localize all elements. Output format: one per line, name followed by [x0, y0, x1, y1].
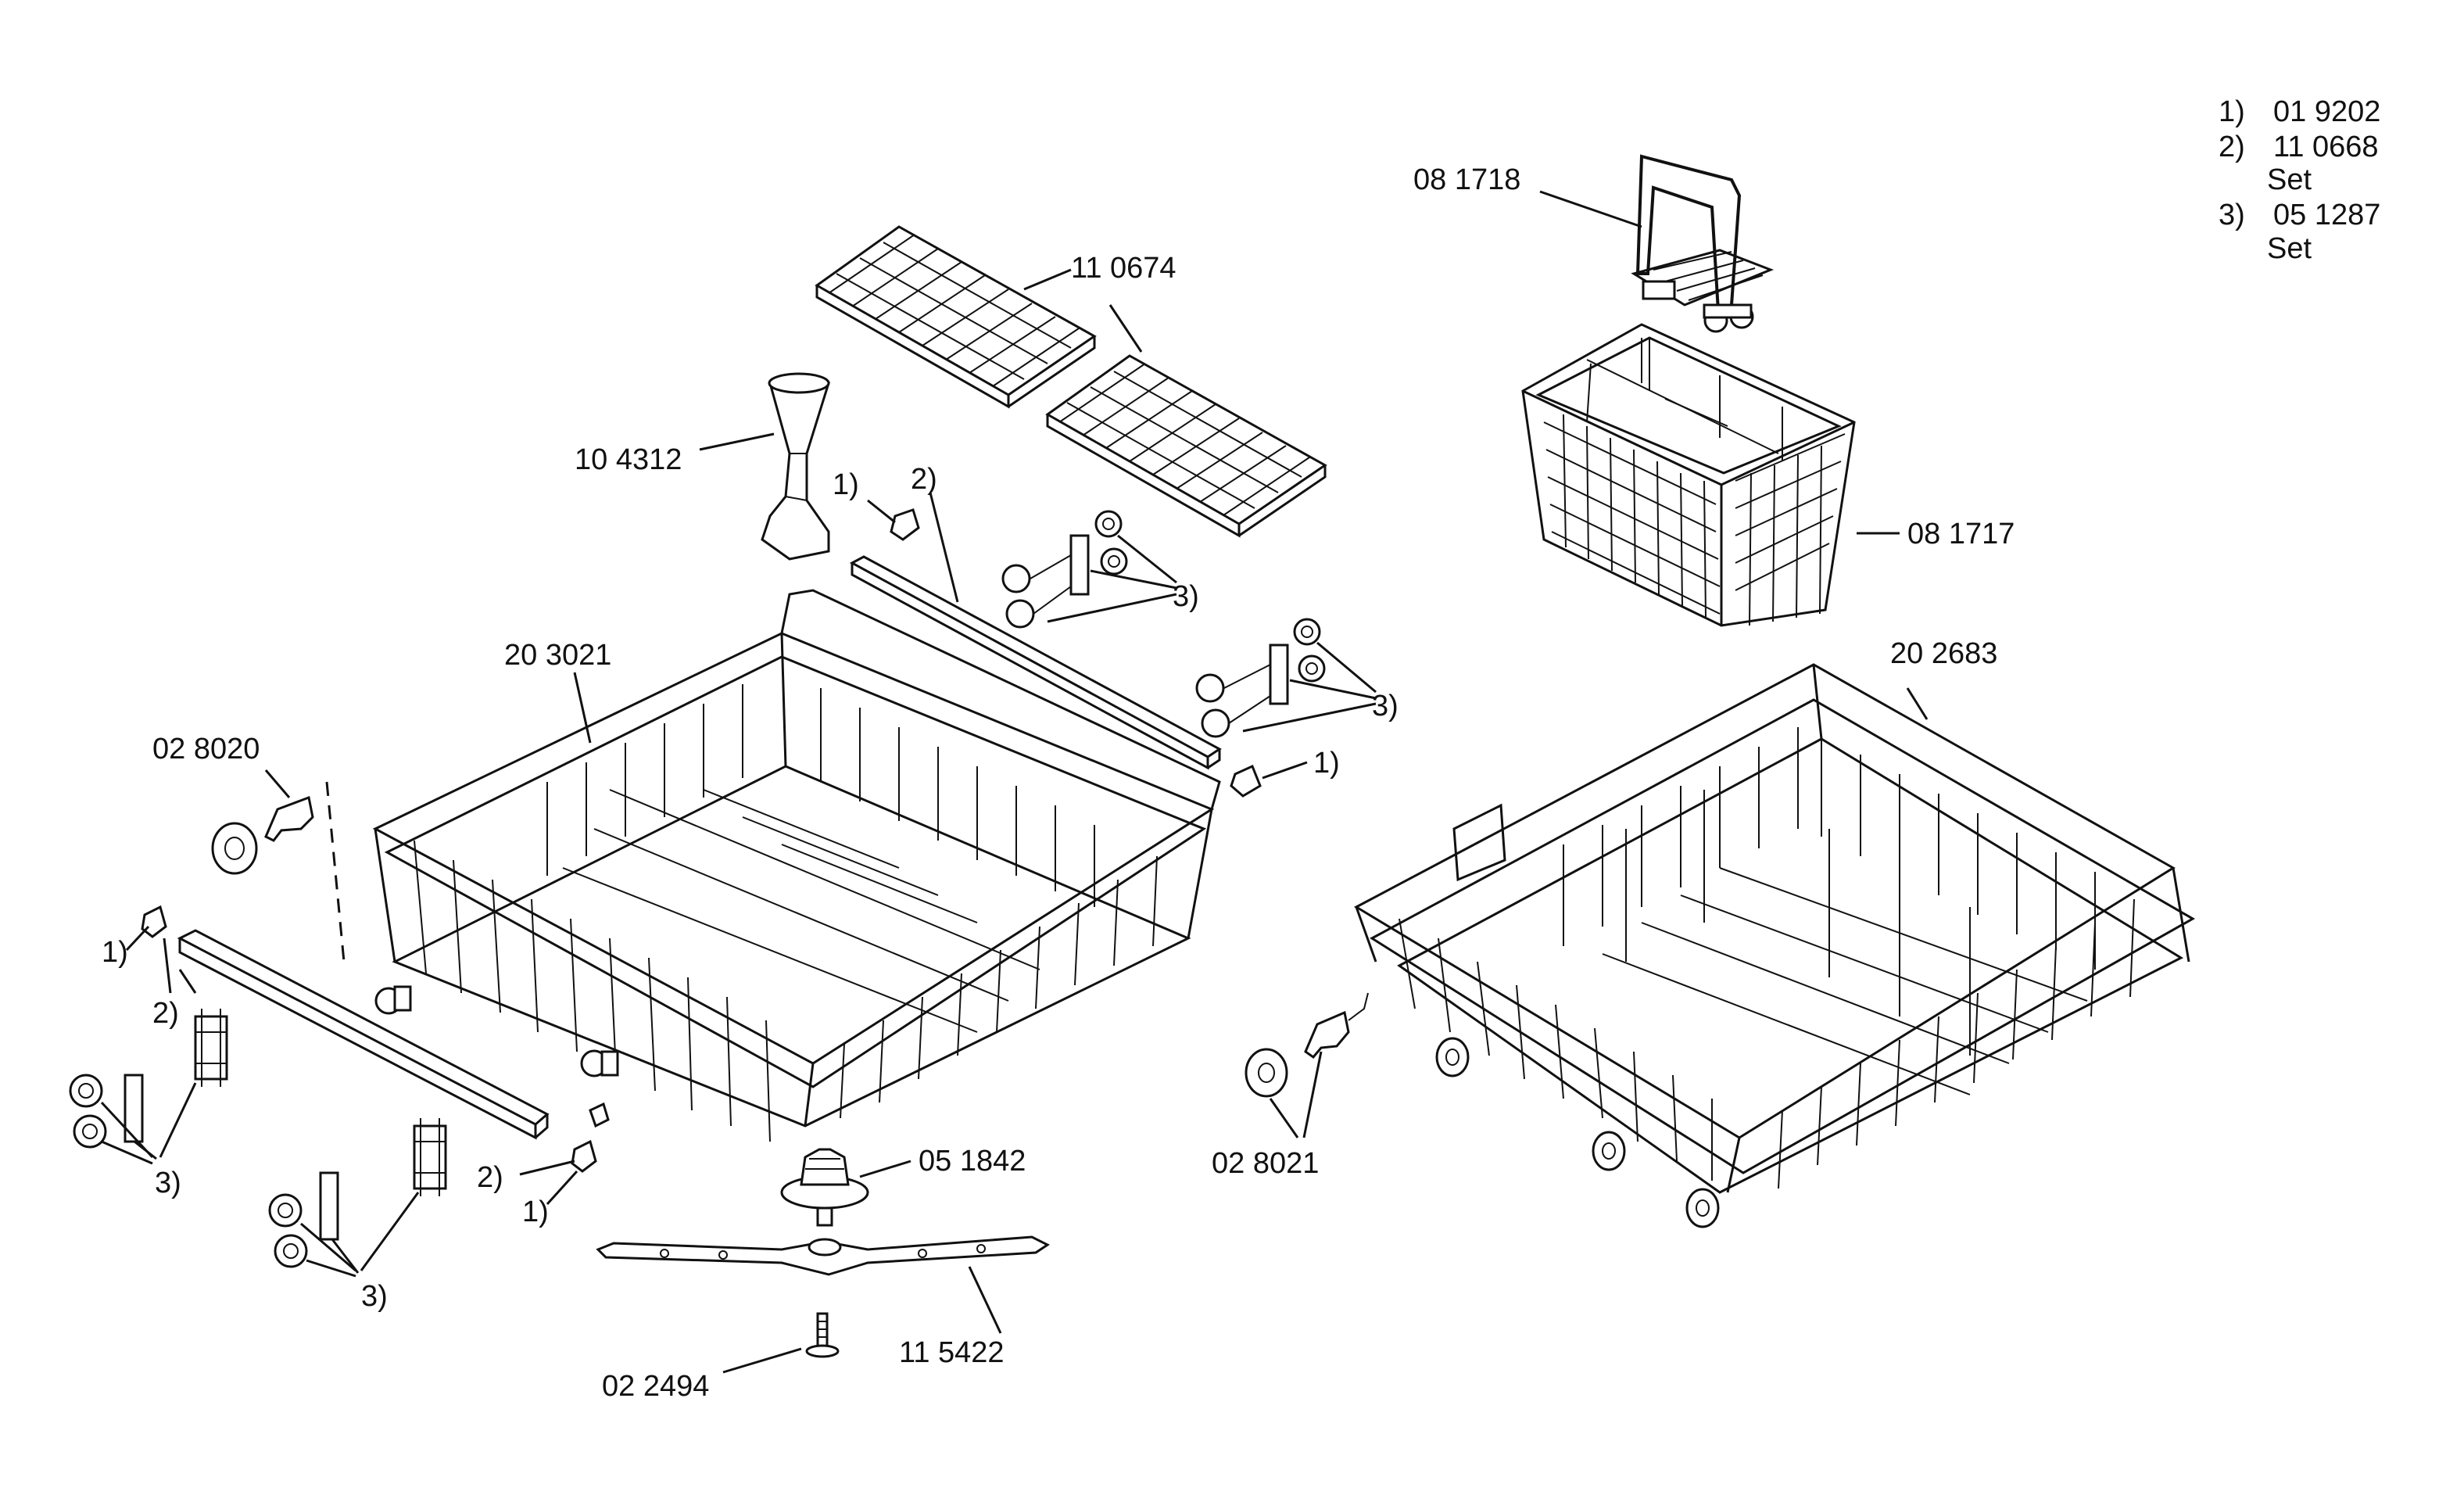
spray-hub — [780, 1148, 869, 1227]
tine-rack-top — [815, 225, 1097, 409]
leader-wheelset-m4 — [360, 1192, 420, 1271]
clip-top — [890, 508, 920, 541]
label-lower-basket: 20 2683 — [1890, 637, 1997, 670]
leader-wheelset-l3 — [134, 1140, 157, 1160]
label-ref1-bottom: 1) — [522, 1196, 549, 1228]
dashed-axis-left — [325, 781, 346, 963]
leader-tine-rack-1 — [1023, 268, 1072, 291]
legend-code-2: 11 0668 — [2273, 131, 2379, 163]
leader-wheelset-a2 — [1090, 569, 1177, 590]
leader-wheel-right-1 — [1269, 1098, 1299, 1138]
label-ref3-left2: 3) — [361, 1280, 388, 1313]
cutlery-handle — [1631, 154, 1775, 333]
label-ref1-left: 1) — [102, 936, 128, 969]
leader-rail-left — [178, 969, 197, 994]
label-spray-arm: 11 5422 — [899, 1336, 1005, 1369]
legend-key-1: 1) — [2219, 95, 2245, 128]
leader-wheelset-m1 — [300, 1222, 356, 1272]
clip-right — [1230, 764, 1262, 798]
leader-wheelset-a1 — [1117, 534, 1177, 584]
funnel — [761, 372, 831, 561]
leader-upper-basket — [573, 672, 592, 744]
label-ref2-top: 2) — [911, 463, 937, 496]
leader-funnel — [699, 432, 775, 451]
leader-wheelset-l4 — [159, 1082, 197, 1158]
label-ref3-left: 3) — [155, 1167, 181, 1199]
label-spray-hub: 05 1842 — [919, 1145, 1026, 1178]
legend-note-2: Set — [2267, 163, 2312, 196]
legend-key-2: 2) — [2219, 131, 2245, 163]
leader-cutlery-handle — [1539, 190, 1642, 228]
leader-lower-basket — [1906, 687, 1929, 720]
leader-wheelset-b2 — [1289, 679, 1377, 700]
label-ref1-top: 1) — [833, 468, 859, 501]
leader-wheelset-m3 — [331, 1239, 360, 1274]
leader-spray-hub — [859, 1160, 911, 1178]
leader-screw — [722, 1347, 802, 1374]
clip-bottom — [571, 1102, 610, 1173]
label-wheel-right: 02 8021 — [1212, 1147, 1319, 1180]
label-cutlery-basket: 08 1717 — [1907, 518, 2015, 550]
cutlery-basket — [1521, 323, 1856, 627]
rail-left — [177, 929, 550, 1140]
leader-clip-right — [1262, 761, 1308, 780]
tine-rack-bottom — [1045, 354, 1327, 538]
upper-basket-wheels — [374, 985, 619, 1077]
rail-top — [849, 555, 1222, 770]
label-screw: 02 2494 — [602, 1370, 709, 1403]
label-wheel-left: 02 8020 — [152, 733, 260, 765]
leader-wheel-right-2 — [1302, 1051, 1323, 1138]
clip-left — [141, 905, 167, 938]
leader-tine-rack-2 — [1108, 304, 1143, 353]
leader-wheel-left — [264, 769, 291, 798]
leader-clip-top — [867, 499, 896, 524]
upper-basket — [372, 589, 1221, 1142]
wheel-set-left-2 — [268, 1118, 447, 1268]
label-ref3-top2: 3) — [1372, 690, 1399, 722]
screw — [805, 1312, 840, 1358]
lower-basket-wheels — [1435, 1037, 1720, 1228]
label-ref2-bottom: 2) — [477, 1161, 503, 1194]
legend-code-1: 01 9202 — [2273, 95, 2380, 128]
label-cutlery-handle: 08 1718 — [1413, 163, 1520, 196]
wheel-set-left-1 — [69, 1009, 228, 1149]
wheel-set-top-2 — [1195, 618, 1326, 738]
leader-rail-top — [929, 492, 959, 603]
leader-wheelset-b1 — [1316, 641, 1377, 694]
legend-note-3: Set — [2267, 232, 2312, 265]
leader-clip-left — [125, 925, 150, 952]
leader-spray-arm — [968, 1266, 1002, 1334]
leader-ref1-bottom — [546, 1170, 578, 1206]
label-ref1-right: 1) — [1313, 747, 1340, 780]
label-tine-rack: 11 0674 — [1071, 252, 1176, 285]
leader-ref2-bottom — [519, 1160, 575, 1176]
label-upper-basket: 20 3021 — [504, 639, 611, 672]
label-ref3-top: 3) — [1173, 580, 1199, 613]
label-ref2-left: 2) — [152, 997, 179, 1030]
leader-wheelset-a3 — [1047, 593, 1177, 623]
legend: 1) 01 9202 2) 11 0668 Set 3) 05 1287 Set — [2219, 95, 2380, 265]
legend-code-3: 05 1287 — [2273, 199, 2380, 231]
leader-ref2-left-a — [163, 938, 172, 994]
lower-basket — [1353, 663, 2196, 1194]
wheel-right — [1245, 992, 1369, 1098]
label-funnel: 10 4312 — [575, 443, 682, 476]
spray-arm — [596, 1235, 1050, 1276]
leader-wheelset-m2 — [306, 1259, 356, 1278]
wheel-set-top-1 — [1001, 510, 1128, 629]
leader-wheelset-l2 — [101, 1140, 153, 1165]
legend-key-3: 3) — [2219, 199, 2245, 231]
leader-wheelset-b3 — [1242, 702, 1377, 733]
wheel-left — [211, 795, 314, 875]
